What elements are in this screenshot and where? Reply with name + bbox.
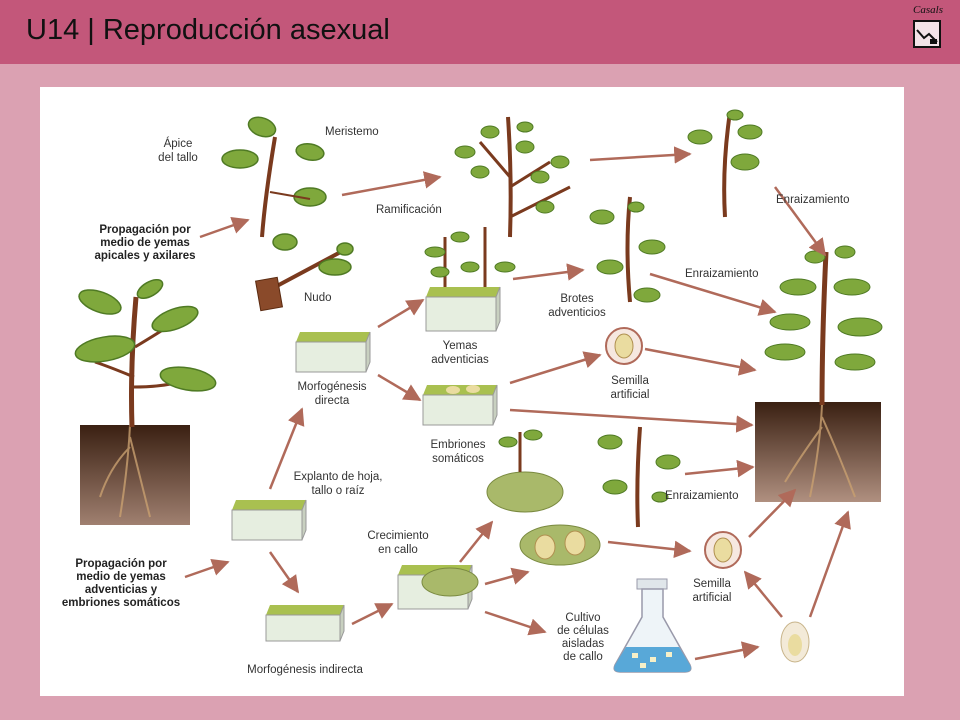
label-explanto: tallo o raíz: [311, 485, 364, 497]
agar-block-embryos: [422, 384, 498, 426]
label-enraizamiento: Enraizamiento: [776, 194, 850, 206]
label-yemas: Yemas: [443, 340, 478, 352]
seed-embryo: [780, 621, 810, 663]
slide-header: U14 | Reproducción asexual Casals: [0, 0, 960, 64]
flow-arrows: [184, 146, 851, 661]
label-cultivo: de células: [557, 625, 609, 637]
label-brotes: adventicios: [548, 307, 606, 319]
agar-block-direct: [295, 331, 371, 373]
arrow: [459, 520, 494, 563]
arrow: [589, 146, 692, 164]
arrow: [509, 408, 754, 433]
logo-text: Casals: [913, 4, 943, 16]
branched-plant: [454, 116, 571, 238]
arrow: [743, 570, 783, 618]
soil-block: [80, 425, 190, 525]
agar-block-callus: [397, 564, 479, 610]
label-explanto: Explanto de hoja,: [294, 471, 383, 483]
label-cultivo: de callo: [563, 651, 603, 663]
callus-with-embryos: [519, 524, 601, 566]
arrow: [512, 263, 585, 281]
mother-plant: [74, 278, 217, 525]
label-brotes: Brotes: [560, 293, 593, 305]
agar-block-indirect: [265, 604, 345, 642]
arrow: [684, 459, 755, 478]
label-prop-yemas: medio de yemas: [100, 237, 189, 249]
node-cutting: [254, 233, 354, 312]
artificial-seed-2: [704, 531, 742, 569]
label-enraizamiento: Enraizamiento: [665, 490, 739, 502]
arrow: [808, 510, 851, 618]
propagation-diagram: Ápice del tallo Meristemo Ramificación N…: [62, 109, 883, 676]
rooting-plant-bottom: [597, 426, 681, 528]
label-cultivo: Cultivo: [565, 612, 600, 624]
callus-with-shoot: [486, 429, 564, 513]
label-semilla-1: artificial: [611, 389, 650, 401]
agar-block-explant: [231, 499, 307, 541]
arrow: [351, 602, 394, 626]
arrow: [773, 186, 827, 257]
label-embriones: somáticos: [432, 453, 484, 465]
label-morfo-directa: directa: [315, 395, 350, 407]
label-prop-yemas: Propagación por: [99, 224, 191, 236]
apex-cutting: [221, 116, 327, 238]
label-embriones: Embriones: [431, 439, 486, 451]
label-prop-embriones: medio de yemas: [76, 571, 165, 583]
label-morfo-directa: Morfogénesis: [297, 381, 366, 393]
label-semilla-2: artificial: [693, 592, 732, 604]
adventitious-shoot-plant: [589, 196, 666, 303]
final-rooted-plant: [755, 245, 883, 502]
label-meristemo: Meristemo: [325, 126, 379, 138]
label-cultivo: aisladas: [562, 638, 604, 650]
label-semilla-2: Semilla: [693, 578, 731, 590]
arrow: [607, 540, 692, 558]
culture-flask: [613, 578, 692, 673]
arrow: [509, 351, 602, 385]
label-prop-yemas: apicales y axilares: [94, 250, 195, 262]
top-right-cutting: [687, 109, 763, 218]
arrow: [649, 272, 777, 316]
diagram-labels: Ápice del tallo Meristemo Ramificación N…: [62, 126, 850, 676]
artificial-seed-1: [605, 327, 643, 365]
arrow: [341, 171, 442, 197]
label-enraizamiento: Enraizamiento: [685, 268, 759, 280]
logo-chart-icon: [913, 20, 941, 48]
label-nudo: Nudo: [304, 292, 332, 304]
label-crecimiento: en callo: [378, 544, 418, 556]
label-semilla-1: Semilla: [611, 375, 649, 387]
arrow: [268, 551, 300, 594]
arrow: [199, 217, 250, 239]
arrow: [484, 567, 530, 586]
label-apice: Ápice: [164, 137, 193, 150]
label-crecimiento: Crecimiento: [367, 530, 428, 542]
arrow: [377, 298, 425, 329]
label-ramificacion: Ramificación: [376, 204, 442, 216]
arrow: [184, 558, 230, 579]
arrow: [694, 641, 760, 661]
label-prop-embriones: Propagación por: [75, 558, 167, 570]
arrow: [748, 488, 797, 538]
arrow: [484, 610, 547, 636]
label-morfo-indirecta: Morfogénesis indirecta: [247, 664, 363, 676]
arrow: [377, 373, 422, 402]
label-apice: del tallo: [158, 152, 198, 164]
label-prop-embriones: embriones somáticos: [62, 597, 180, 609]
arrow: [268, 407, 305, 490]
slide-title: U14 | Reproducción asexual: [26, 14, 390, 46]
diagram-panel: Ápice del tallo Meristemo Ramificación N…: [40, 87, 904, 696]
casals-logo: Casals: [906, 4, 950, 50]
label-prop-embriones: adventicias y: [85, 584, 158, 596]
label-yemas: adventicias: [431, 354, 489, 366]
agar-block-yemas: [424, 227, 516, 332]
arrow: [644, 347, 757, 376]
